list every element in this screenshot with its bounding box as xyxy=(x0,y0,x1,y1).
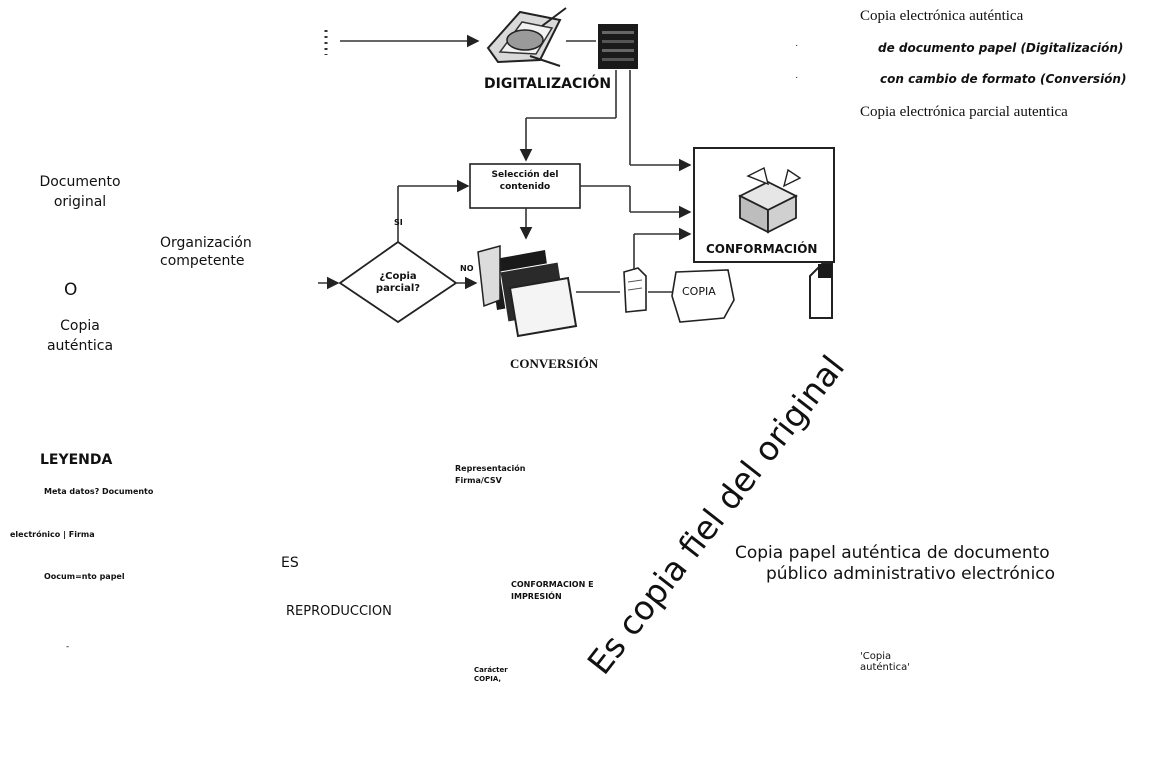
selection-line2: contenido xyxy=(499,182,551,192)
no-label: NO xyxy=(460,264,474,273)
legend-item-electronic: electrónico | Firma xyxy=(10,530,95,539)
legend-right-line2: de documento papel (Digitalización) xyxy=(878,41,1124,55)
conformacion-impresion-label: CONFORMACION E IMPRESIÓN xyxy=(511,579,594,603)
reproduccion-label: REPRODUCCION xyxy=(286,604,392,619)
legend-right-line4: Copia electrónica parcial autentica xyxy=(860,104,1068,120)
decision-line1: ¿Copia xyxy=(379,271,417,282)
decision-diamond xyxy=(338,240,458,324)
decision-line2: parcial? xyxy=(375,283,421,294)
legend-item-paper: Oocum=nto papel xyxy=(44,572,125,581)
copia-papel-label: Copia papel auténtica de documento públi… xyxy=(735,543,1055,585)
organizacion-label: Organización competente xyxy=(160,234,252,270)
organizacion-line2: competente xyxy=(160,253,245,269)
or-label: O xyxy=(64,280,78,300)
conversion-label: CONVERSIÓN xyxy=(510,356,599,371)
copia-papel-line2: público administrativo electrónico xyxy=(766,564,1056,584)
legend-right-line1: Copia electrónica auténtica xyxy=(860,8,1024,24)
digitalizacion-label: DIGITALIZACIÓN xyxy=(484,76,612,92)
copia-autentica-line2: auténtica xyxy=(46,338,114,354)
caracter-line2: COPIA, xyxy=(474,675,502,683)
representacion-line2: Firma/CSV xyxy=(455,476,502,485)
bullet-dot: · xyxy=(795,72,799,83)
selection-exit-lines xyxy=(519,185,692,240)
legend-item-metadata: Meta datos? Documento xyxy=(44,487,154,496)
copia-paper-icon xyxy=(671,269,735,323)
bullet-dot: · xyxy=(795,40,799,51)
selection-label: Selección del contenido xyxy=(470,169,580,193)
representacion-line1: Representación xyxy=(455,464,526,473)
conformacion-impresion-line2: IMPRESIÓN xyxy=(511,592,562,601)
partial-copy-icon xyxy=(623,267,647,313)
representacion-label: Representación Firma/CSV xyxy=(455,463,525,487)
document-original-line2: original xyxy=(53,194,107,210)
document-original-label: Documento original xyxy=(30,172,130,212)
conformacion-box-icon xyxy=(737,166,802,234)
entry-arrow xyxy=(324,30,480,55)
conversion-icon xyxy=(477,245,578,338)
copia-label: COPIA xyxy=(682,285,716,298)
legend-title: LEYENDA xyxy=(40,452,113,468)
stray-mark: - xyxy=(66,642,70,652)
conformacion-impresion-line1: CONFORMACION E xyxy=(511,580,594,589)
decision-lines xyxy=(318,179,478,290)
copia-autentica-note-line2: auténtica' xyxy=(860,662,910,673)
device-icon xyxy=(809,263,833,319)
scanner-icon xyxy=(486,7,567,67)
decision-label: ¿Copia parcial? xyxy=(358,271,438,295)
selection-line1: Selección del xyxy=(491,170,559,180)
si-label: SI xyxy=(394,218,403,227)
copia-autentica-label: Copia auténtica xyxy=(30,316,130,356)
document-original-line1: Documento xyxy=(39,174,121,190)
copia-autentica-note-line1: 'Copia xyxy=(860,651,892,662)
copia-autentica-note: 'Copia auténtica' xyxy=(860,651,910,673)
legend-right-line3: con cambio de formato (Conversión) xyxy=(880,72,1127,86)
copia-autentica-line1: Copia xyxy=(60,318,100,334)
organizacion-line1: Organización xyxy=(160,235,252,251)
digital-branch-lines xyxy=(519,70,692,172)
copia-papel-line1: Copia papel auténtica de documento xyxy=(735,543,1050,563)
caracter-copia-label: Carácter COPIA, xyxy=(474,666,508,684)
es-label: ES xyxy=(281,555,299,571)
conformacion-label: CONFORMACIÓN xyxy=(706,242,818,256)
scanned-file-icon xyxy=(598,24,638,69)
caracter-line1: Carácter xyxy=(474,666,508,674)
